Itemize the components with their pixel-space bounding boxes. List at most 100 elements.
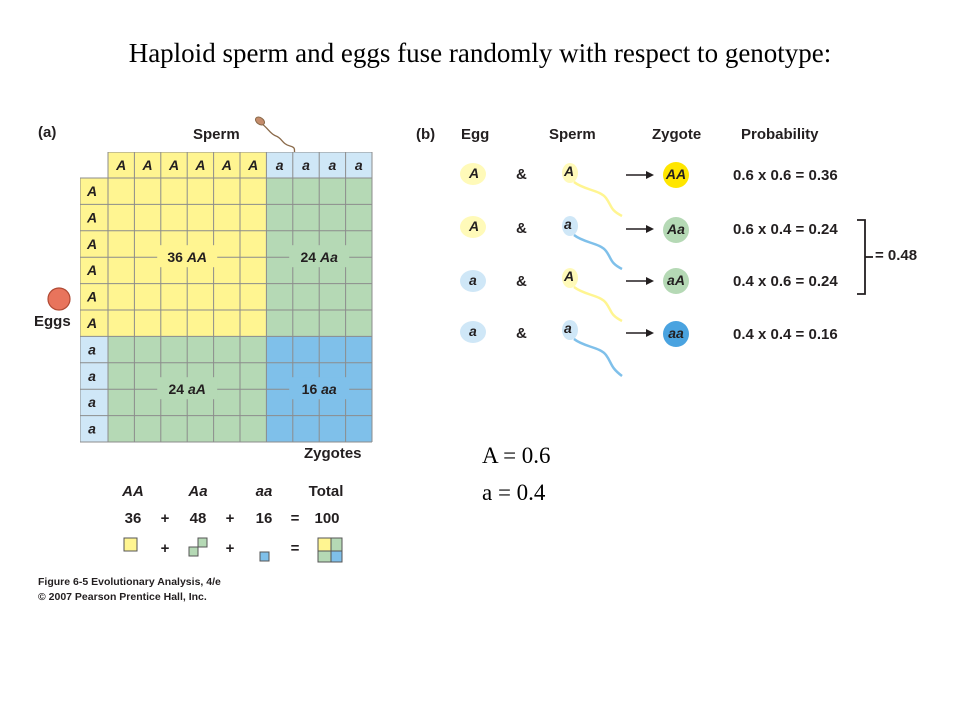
- row-2-zygote-label: Aa: [667, 221, 685, 237]
- row-4-zygote-label: aa: [668, 325, 684, 341]
- quadrant-label-backing: [157, 377, 218, 400]
- sperm-allele-label: A: [142, 157, 153, 173]
- row-2-sperm-head: [562, 216, 578, 236]
- row-3-sperm-head: [562, 268, 578, 288]
- pictogram-Aa: [188, 537, 208, 557]
- row-3-amp: &: [516, 273, 527, 290]
- sperm-allele-label: a: [302, 157, 310, 173]
- row-4-egg-label: a: [469, 323, 477, 339]
- row-1-probability: 0.6 x 0.6 = 0.36: [733, 167, 838, 184]
- row-3-egg: [460, 270, 486, 292]
- sperm-allele-label: a: [329, 157, 337, 173]
- row-4-arrow: [626, 329, 654, 337]
- row-4-amp: &: [516, 325, 527, 342]
- header-zygote: Zygote: [652, 126, 702, 143]
- quadrant-label-backing: [289, 377, 350, 400]
- summary-header-AA: AA: [122, 483, 144, 500]
- sperm-icon: [254, 116, 297, 155]
- quadrant-label-aa: 16 aa: [302, 381, 337, 397]
- frequency-a: a = 0.4: [482, 480, 546, 505]
- panel-a-label: (a): [38, 124, 57, 141]
- row-1-egg: [460, 163, 486, 185]
- egg-allele-label: a: [88, 341, 96, 357]
- quadrant-label-backing: [289, 245, 350, 268]
- row-2-zygote: [663, 217, 689, 243]
- row-1-zygote: [663, 162, 689, 188]
- header-probability: Probability: [741, 126, 819, 143]
- frequency-A: A = 0.6: [482, 443, 551, 468]
- eggs-label: Eggs: [34, 313, 71, 330]
- row-2-probability: 0.6 x 0.4 = 0.24: [733, 221, 838, 238]
- row-3-zygote: [663, 268, 689, 294]
- row-1-sperm-tail: [573, 180, 623, 218]
- egg-allele-label: A: [86, 315, 97, 331]
- row-4-sperm-head: [562, 320, 578, 340]
- bracket-total: = 0.48: [875, 247, 918, 264]
- egg-allele-label: A: [86, 289, 97, 305]
- sperm-allele-label: A: [115, 157, 126, 173]
- summary-op-3: =: [290, 510, 300, 527]
- summary-value-AA: 36: [124, 510, 142, 527]
- summary-header-Aa: Aa: [188, 483, 208, 500]
- egg-allele-label: A: [86, 209, 97, 225]
- row-3-zygote-label: aA: [667, 272, 685, 288]
- pictogram-total: [317, 537, 343, 563]
- summary-pictogram: [123, 537, 343, 563]
- sperm-allele-label: A: [221, 157, 232, 173]
- quadrant-label-aA: 24 aA: [169, 381, 206, 397]
- summary-header-aa: aa: [255, 483, 273, 500]
- row-1-zygote-label: AA: [665, 166, 687, 182]
- egg-icon: [47, 287, 71, 311]
- egg-allele-label: a: [88, 368, 96, 384]
- sperm-allele-label: a: [355, 157, 363, 173]
- summary-value-total: 100: [314, 510, 340, 527]
- egg-allele-label: a: [88, 394, 96, 410]
- pictogram-op-1: +: [160, 540, 170, 557]
- row-2-sperm-label: a: [564, 216, 572, 232]
- row-4-zygote: [663, 321, 689, 347]
- row-3-egg-label: a: [469, 272, 477, 288]
- egg-allele-label: A: [86, 262, 97, 278]
- egg-allele-label: a: [88, 421, 96, 437]
- sperm-allele-label: A: [194, 157, 205, 173]
- summary-value-aa: 16: [255, 510, 273, 527]
- pictogram-AA: [123, 537, 138, 552]
- row-3-probability: 0.4 x 0.6 = 0.24: [733, 273, 838, 290]
- pictogram-aa: [259, 551, 270, 562]
- row-1-sperm-head: [562, 163, 578, 183]
- panel-b-label: (b): [416, 126, 436, 143]
- summary-header-total: Total: [308, 483, 344, 500]
- row-1-egg-label: A: [469, 165, 480, 181]
- pictogram-op-3: =: [290, 540, 300, 557]
- pictogram-op-2: +: [225, 540, 235, 557]
- row-4-sperm-tail: [573, 337, 623, 377]
- zygotes-label: Zygotes: [304, 445, 362, 462]
- row-2-egg-label: A: [469, 218, 480, 234]
- row-4-probability: 0.4 x 0.4 = 0.16: [733, 326, 838, 343]
- row-2-sperm-tail: [573, 233, 623, 271]
- sperm-label: Sperm: [193, 126, 240, 143]
- row-3-arrow: [626, 277, 654, 285]
- header-sperm: Sperm: [549, 126, 596, 143]
- summary-value-Aa: 48: [189, 510, 207, 527]
- row-1-amp: &: [516, 166, 527, 183]
- row-4-egg: [460, 321, 486, 343]
- row-1-sperm-label: A: [564, 163, 575, 179]
- header-egg: Egg: [461, 126, 490, 143]
- cross-shapes: [460, 162, 689, 377]
- sperm-allele-label: A: [168, 157, 179, 173]
- row-3-sperm-label: A: [564, 268, 575, 284]
- copyright-caption: © 2007 Pearson Prentice Hall, Inc.: [38, 591, 207, 603]
- row-1-arrow: [626, 171, 654, 179]
- quadrant-label-Aa: 24 Aa: [301, 249, 339, 265]
- quadrant-label-AA: 36 AA: [167, 249, 207, 265]
- egg-allele-label: A: [86, 236, 97, 252]
- row-2-egg: [460, 216, 486, 238]
- sum-bracket: [857, 219, 873, 295]
- row-3-sperm-tail: [573, 285, 623, 323]
- row-4-sperm-label: a: [564, 320, 572, 336]
- summary-op-2: +: [225, 510, 235, 527]
- summary-op-1: +: [160, 510, 170, 527]
- quadrant-label-backing: [157, 245, 218, 268]
